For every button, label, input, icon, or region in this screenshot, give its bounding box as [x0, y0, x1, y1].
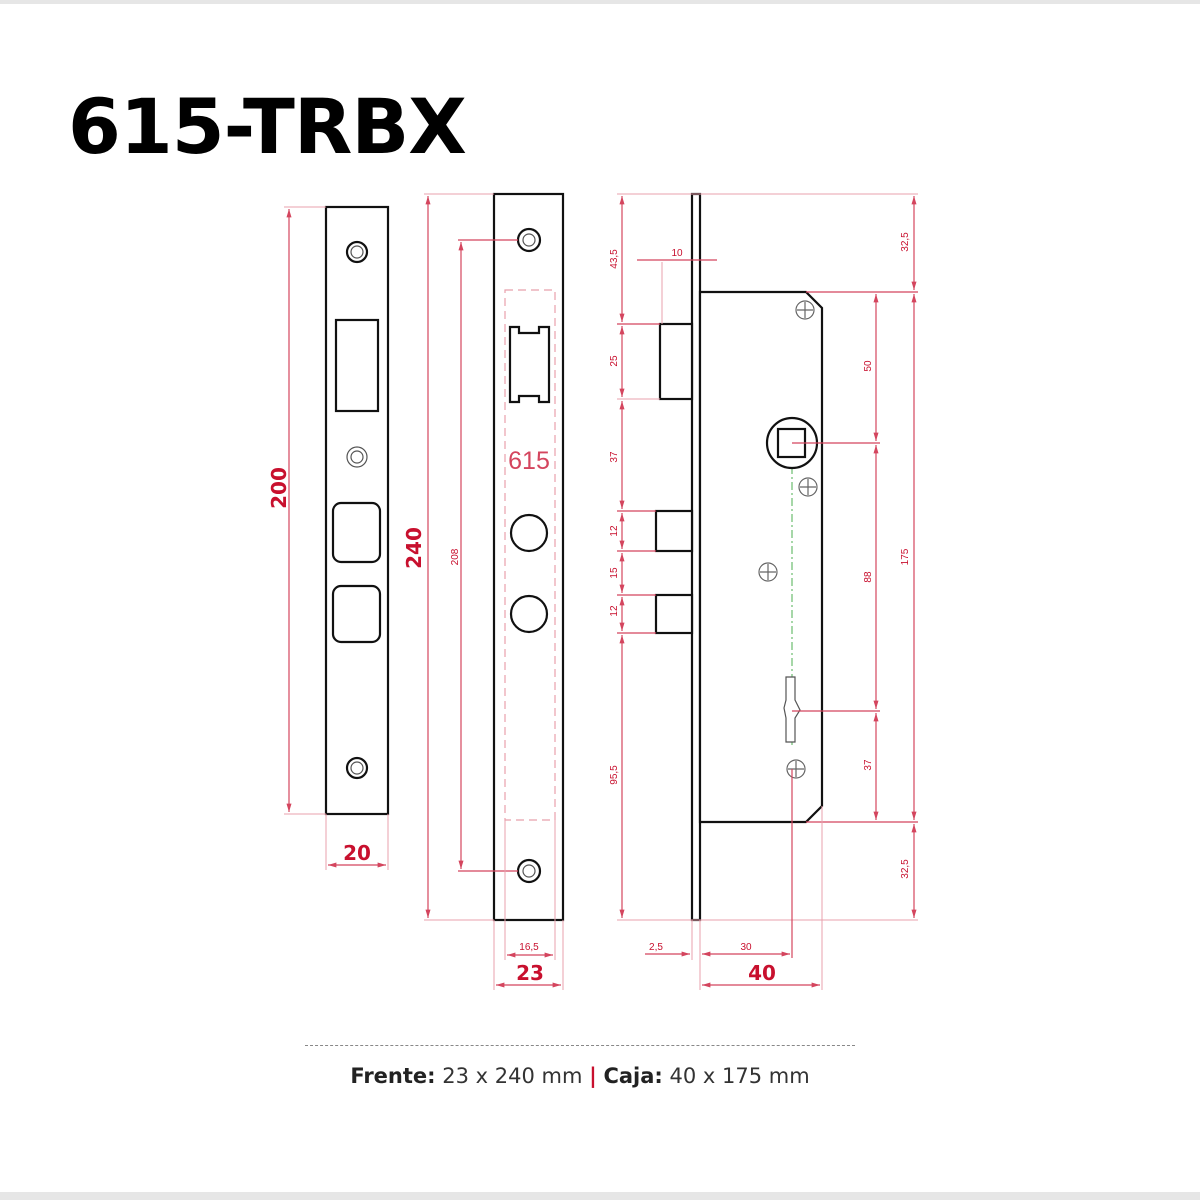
bolt-opening: [509, 594, 549, 634]
dim-label: 95,5: [609, 765, 620, 785]
front-value: 23 x 240 mm: [442, 1064, 583, 1088]
faceplate-height-label: 240: [402, 527, 426, 569]
lock-side-view: 43,5 25 37 12 15 12 95,5 10 50 88 37 32,…: [609, 192, 918, 990]
dim-label: 12: [609, 605, 620, 617]
dim-label: 175: [900, 548, 911, 565]
dim-label: 50: [863, 360, 874, 372]
dead-bolt: [654, 593, 694, 635]
bolt-opening: [331, 501, 382, 564]
dim-label: 15: [609, 567, 620, 579]
dim-label: 43,5: [609, 249, 620, 269]
dim-label: 25: [609, 355, 620, 367]
case-label: Caja:: [603, 1064, 663, 1088]
separator: |: [589, 1064, 597, 1088]
latch-opening: [334, 318, 380, 413]
product-title: 615-TRBX: [68, 82, 467, 171]
dim-label: 37: [863, 759, 874, 771]
dim-label: 32,5: [900, 232, 911, 252]
dim-label: 32,5: [900, 859, 911, 879]
bolt-opening: [331, 584, 382, 644]
latch-cutout: [508, 325, 551, 404]
front-label: Frente:: [350, 1064, 436, 1088]
model-marking: 615: [508, 447, 550, 475]
latch-bolt: [658, 322, 694, 401]
strike-height-label: 200: [267, 467, 291, 509]
dimensions-summary: Frente: 23 x 240 mm | Caja: 40 x 175 mm: [0, 1064, 1160, 1088]
faceplate-front: 615 240 208 16,5 23: [402, 192, 565, 990]
footer-divider: [305, 1045, 855, 1046]
dim-label: 37: [609, 451, 620, 463]
dim-label: 88: [863, 571, 874, 583]
dim-label: 30: [740, 942, 752, 953]
strike-width-label: 20: [343, 841, 371, 865]
case-value: 40 x 175 mm: [669, 1064, 810, 1088]
faceplate-width-label: 23: [516, 961, 544, 985]
inner-width-label: 16,5: [519, 942, 539, 953]
dim-label: 2,5: [649, 942, 663, 953]
screw-icon: [758, 300, 818, 779]
case-depth-label: 40: [748, 961, 776, 985]
lock-case: [698, 290, 824, 824]
dead-bolt: [654, 509, 694, 553]
keyhole-icon: [783, 676, 801, 743]
bolt-opening: [509, 513, 549, 553]
strike-plate: 200 20: [267, 205, 390, 870]
dim-label: 10: [671, 248, 683, 259]
dim-label: 12: [609, 525, 620, 537]
hole-spacing-label: 208: [450, 548, 461, 565]
